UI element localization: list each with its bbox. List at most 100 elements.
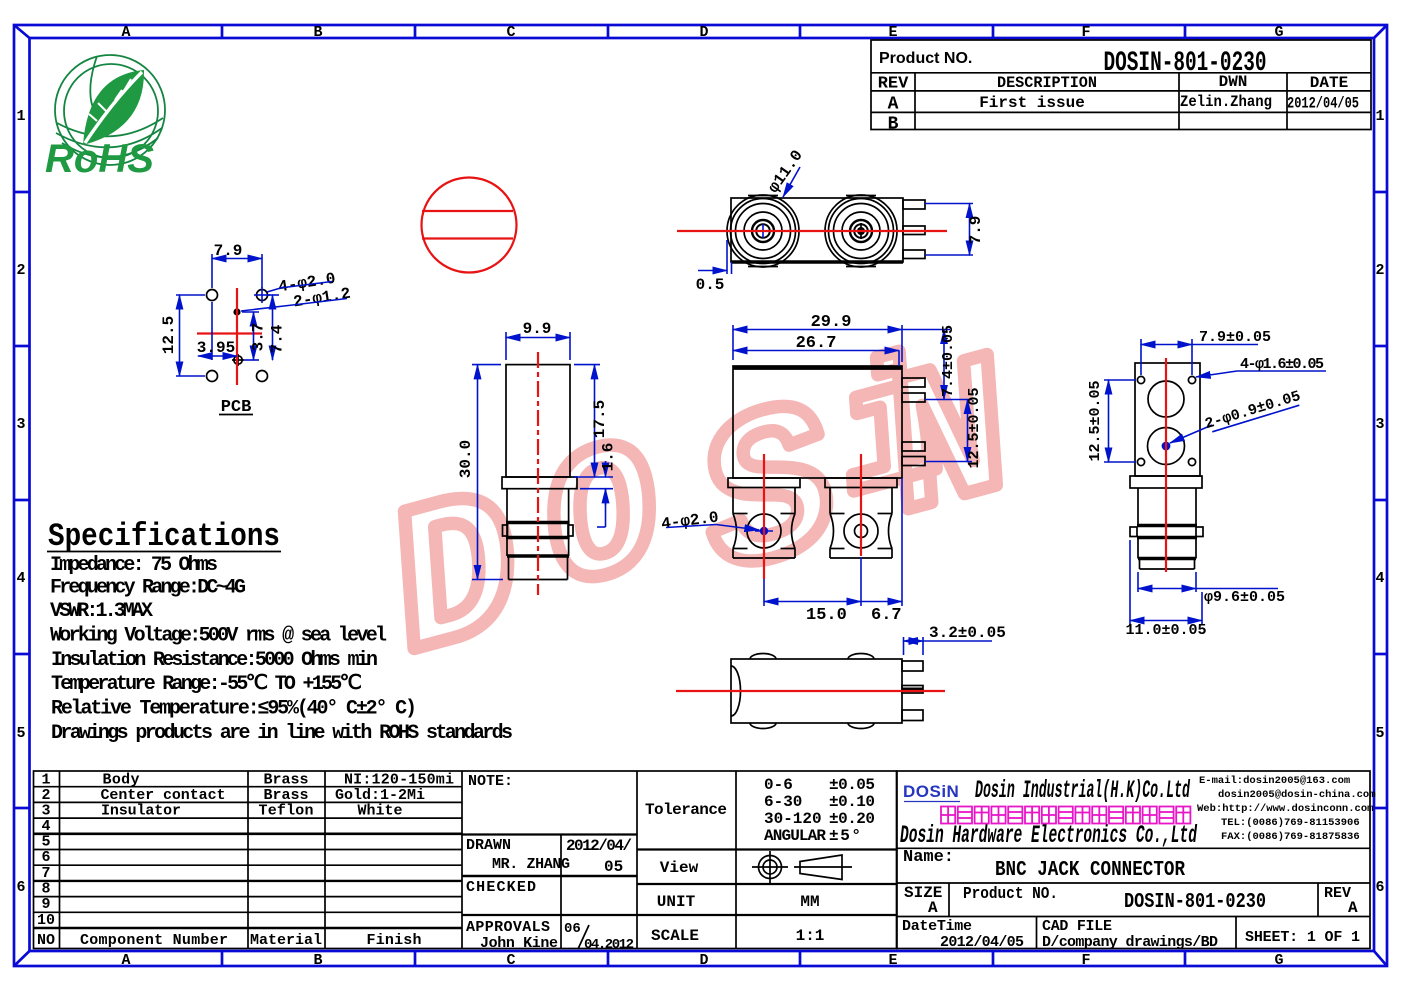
- svg-text:PCB: PCB: [221, 398, 252, 417]
- svg-text:Body: Body: [103, 772, 140, 789]
- svg-text:Product NO.: Product NO.: [879, 50, 972, 67]
- svg-text:2: 2: [16, 262, 25, 279]
- svg-text:D/company drawings/BD: D/company drawings/BD: [1042, 934, 1218, 951]
- svg-text:Insulation Resistance:5000 Ohm: Insulation Resistance:5000 Ohms min: [51, 649, 378, 672]
- svg-text:Teflon: Teflon: [259, 803, 314, 820]
- svg-text:B: B: [313, 24, 322, 41]
- svg-text:1: 1: [16, 108, 25, 125]
- svg-text:05: 05: [604, 858, 623, 876]
- svg-text:REV: REV: [878, 75, 909, 94]
- svg-text:Brass: Brass: [264, 787, 309, 804]
- svg-text:Zelin.Zhang: Zelin.Zhang: [1180, 93, 1272, 111]
- svg-text:DRAWN: DRAWN: [466, 837, 511, 854]
- svg-text:SHEET: 1 OF 1: SHEET: 1 OF 1: [1245, 929, 1360, 946]
- svg-text:Component Number: Component Number: [80, 932, 228, 949]
- svg-text:Impedance: 75 Ohms: Impedance: 75 Ohms: [50, 554, 218, 577]
- svg-text:SIZE: SIZE: [904, 884, 942, 902]
- svg-text:Gold:1-2Mi: Gold:1-2Mi: [335, 787, 425, 804]
- svg-text:3: 3: [41, 803, 50, 820]
- svg-text:Brass: Brass: [264, 772, 309, 789]
- svg-text:6: 6: [16, 879, 25, 896]
- svg-text:RoHS: RoHS: [45, 137, 154, 181]
- svg-text:29.9: 29.9: [811, 313, 852, 332]
- svg-text:D: D: [699, 952, 708, 969]
- svg-text:ANGULAR: ANGULAR: [764, 827, 826, 845]
- svg-text:17.5: 17.5: [591, 400, 609, 438]
- svg-text:12.5±0.05: 12.5±0.05: [966, 387, 983, 468]
- svg-text:Material: Material: [250, 932, 322, 949]
- svg-text:2: 2: [41, 787, 50, 804]
- svg-text:Drawings products are in line: Drawings products are in line with ROHS …: [51, 722, 513, 745]
- svg-text:MR. ZHANG: MR. ZHANG: [492, 856, 570, 873]
- svg-text:REV: REV: [1324, 885, 1351, 902]
- svg-text:6: 6: [1375, 879, 1384, 896]
- svg-text:DOSIN-801-0230: DOSIN-801-0230: [1104, 48, 1267, 79]
- svg-text:First issue: First issue: [979, 94, 1085, 112]
- svg-text:Tolerance: Tolerance: [645, 801, 727, 819]
- svg-text:Insulator: Insulator: [101, 803, 181, 820]
- svg-text:5: 5: [1375, 725, 1384, 742]
- svg-text:2: 2: [1375, 262, 1384, 279]
- svg-text:7.9±0.05: 7.9±0.05: [1199, 329, 1271, 346]
- svg-text:A: A: [888, 95, 899, 115]
- svg-text:Dosin Hardware Electronics Co.: Dosin Hardware Electronics Co.,Ltd: [900, 821, 1198, 850]
- svg-text:A: A: [1348, 899, 1358, 917]
- svg-text:4: 4: [41, 818, 50, 835]
- svg-text:3.7: 3.7: [250, 323, 268, 352]
- svg-text:φ9.6±0.05: φ9.6±0.05: [1204, 589, 1285, 606]
- svg-text:1:1: 1:1: [796, 927, 825, 945]
- svg-text:F: F: [1081, 952, 1090, 969]
- svg-text:G: G: [1274, 24, 1283, 41]
- svg-text:Specifications: Specifications: [48, 518, 280, 555]
- svg-text:NOTE:: NOTE:: [468, 773, 513, 790]
- svg-text:C: C: [506, 952, 515, 969]
- svg-text:15.0: 15.0: [806, 606, 847, 625]
- svg-text:White: White: [358, 803, 403, 820]
- svg-text:7: 7: [41, 865, 50, 882]
- svg-text:Temperature Range:-55℃ TO +155: Temperature Range:-55℃ TO +155℃: [51, 673, 362, 696]
- svg-text:3: 3: [16, 416, 25, 433]
- svg-text:DWN: DWN: [1219, 73, 1248, 91]
- svg-text:MM: MM: [800, 893, 819, 911]
- svg-text:CAD FILE: CAD FILE: [1042, 918, 1112, 935]
- svg-text:Working Voltage:500V rms @ sea: Working Voltage:500V rms @ sea level: [50, 625, 387, 648]
- svg-text:26.7: 26.7: [796, 334, 837, 353]
- svg-text:6: 6: [41, 849, 50, 866]
- svg-text:DOSIN-801-0230: DOSIN-801-0230: [1124, 891, 1266, 914]
- svg-text:±0.20: ±0.20: [829, 810, 875, 828]
- svg-text:Web:http://www.dosinconn.com: Web:http://www.dosinconn.com: [1197, 803, 1373, 815]
- svg-text:5: 5: [16, 725, 25, 742]
- svg-text:12.5: 12.5: [160, 316, 178, 354]
- svg-text:DOSiN: DOSiN: [903, 782, 959, 801]
- svg-text:Relative Temperature:≤95%(40°: Relative Temperature:≤95%(40° C±2° C): [51, 698, 417, 721]
- svg-text:7.9: 7.9: [214, 242, 243, 260]
- svg-text:F: F: [1081, 24, 1090, 41]
- svg-text:2012/04/: 2012/04/: [566, 837, 632, 855]
- svg-text:±5°: ±5°: [829, 827, 861, 845]
- svg-text:±0.10: ±0.10: [829, 793, 875, 811]
- svg-text:dosin2005@dosin-china.com: dosin2005@dosin-china.com: [1218, 789, 1376, 801]
- svg-text:11.0±0.05: 11.0±0.05: [1125, 622, 1206, 639]
- svg-text:4-φ1.6±0.05: 4-φ1.6±0.05: [1240, 356, 1324, 373]
- svg-text:12.5±0.05: 12.5±0.05: [1087, 380, 1104, 461]
- svg-text:±0.05: ±0.05: [829, 776, 875, 794]
- svg-text:4: 4: [1375, 570, 1384, 587]
- svg-text:Frequency Range:DC~4G: Frequency Range:DC~4G: [50, 577, 246, 600]
- svg-text:UNIT: UNIT: [657, 893, 696, 911]
- svg-text:1: 1: [1375, 108, 1384, 125]
- svg-text:DESCRIPTION: DESCRIPTION: [997, 74, 1097, 92]
- svg-text:A: A: [121, 952, 130, 969]
- svg-text:7.4: 7.4: [269, 324, 287, 353]
- svg-text:Dosin Industrial(H.K)Co.Ltd: Dosin Industrial(H.K)Co.Ltd: [975, 776, 1191, 805]
- svg-text:2012/04/05: 2012/04/05: [940, 934, 1024, 951]
- svg-text:APPROVALS: APPROVALS: [466, 919, 550, 936]
- svg-text:A: A: [928, 899, 938, 917]
- svg-text:VSWR:1.3MAX: VSWR:1.3MAX: [50, 600, 153, 623]
- svg-text:B: B: [888, 115, 899, 135]
- svg-text:Finish: Finish: [367, 932, 422, 949]
- svg-text:Center contact: Center contact: [101, 787, 226, 804]
- svg-text:7.9: 7.9: [967, 216, 985, 245]
- svg-text:NI:120-150mi: NI:120-150mi: [344, 772, 454, 789]
- svg-text:1.6: 1.6: [600, 443, 618, 472]
- svg-text:G: G: [1274, 952, 1283, 969]
